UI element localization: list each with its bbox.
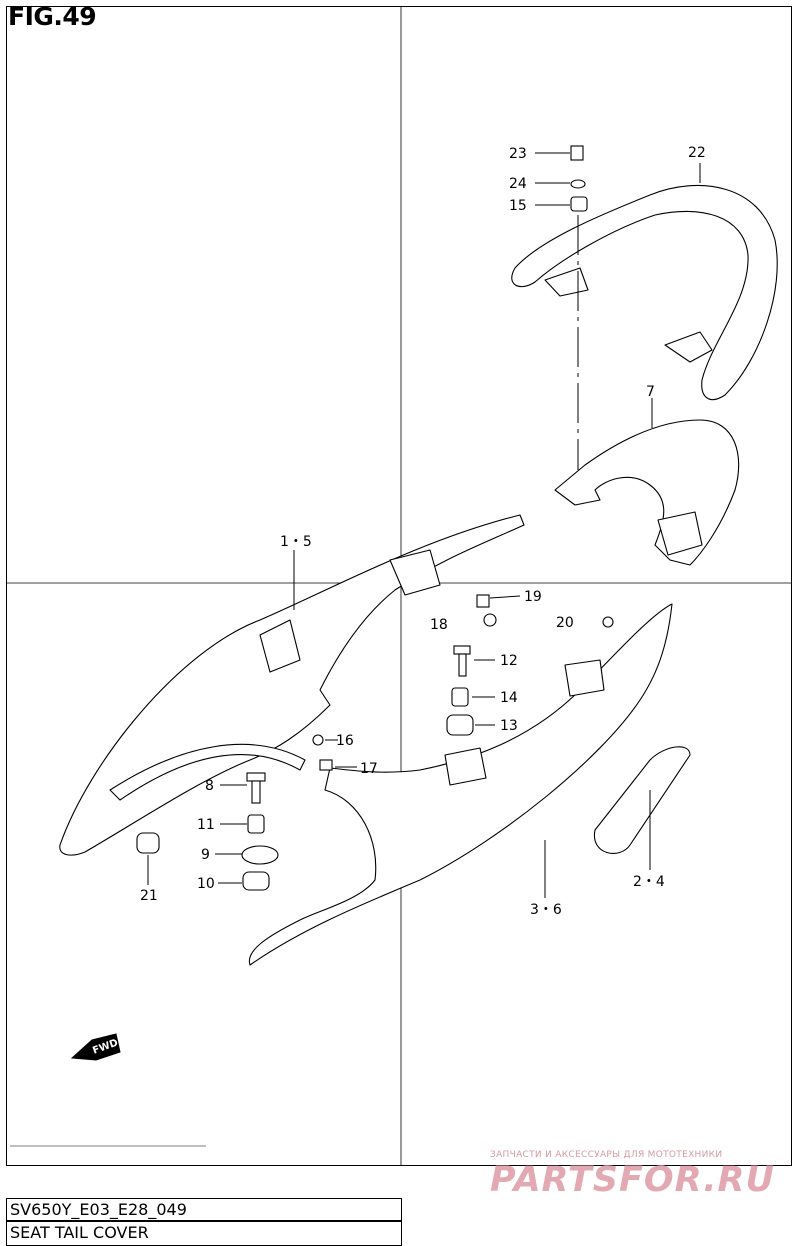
callout-17: 17 (360, 761, 378, 777)
right-tail-cover-mount-boss (444, 747, 487, 786)
watermark-tagline: ЗАПЧАСТИ И АКСЕССУАРЫ ДЛЯ МОТОТЕХНИКИ (490, 1150, 723, 1160)
nut-19 (476, 594, 490, 608)
rear-end-cap (554, 419, 740, 566)
washer-24 (570, 179, 586, 189)
grommet-18 (483, 613, 497, 627)
callout-23: 23 (509, 146, 527, 162)
spacer-14 (451, 687, 469, 707)
cushion-21 (136, 832, 160, 854)
model-code-box: SV650Y_E03_E28_049 (6, 1198, 402, 1221)
callout-2-4: 2・4 (633, 874, 665, 890)
callout-19: 19 (524, 589, 542, 605)
grab-rail (511, 185, 778, 400)
callout-12: 12 (500, 653, 518, 669)
model-code: SV650Y_E03_E28_049 (10, 1200, 187, 1219)
cushion-15 (570, 196, 588, 212)
part-name: SEAT TAIL COVER (10, 1223, 149, 1242)
callout-13: 13 (500, 718, 518, 734)
callout-15: 15 (509, 198, 527, 214)
bolt-23-head (570, 145, 584, 161)
bolt-12-head (453, 645, 471, 655)
washer-9 (241, 845, 279, 865)
callout-22: 22 (688, 145, 706, 161)
part-name-box: SEAT TAIL COVER (6, 1221, 402, 1246)
nut-17 (319, 759, 333, 771)
figure-title: FIG.49 (8, 2, 97, 31)
callout-18: 18 (430, 617, 448, 633)
left-tail-cover-inner-rail (109, 743, 306, 801)
bolt-12-shank (458, 653, 467, 677)
drawing-frame (6, 6, 792, 1166)
grommet-20 (602, 616, 614, 628)
left-tail-cover-bracket (259, 619, 301, 673)
cushion-10 (242, 871, 270, 891)
callout-21: 21 (140, 888, 158, 904)
callout-16: 16 (336, 733, 354, 749)
rear-end-cap-bracket (657, 511, 703, 556)
screw-16 (312, 734, 324, 746)
grab-rail-mount-rear (664, 331, 713, 363)
callout-9: 9 (201, 847, 210, 863)
watermark-brand: PARTSFOR.RU (490, 1160, 775, 1200)
leader-19 (489, 595, 521, 599)
bolt-8-shank (251, 780, 261, 804)
cushion-13 (446, 714, 474, 736)
callout-10: 10 (197, 876, 215, 892)
bolt-8-head (246, 772, 266, 782)
callout-1-5: 1・5 (280, 534, 312, 550)
callout-8: 8 (205, 778, 214, 794)
callout-11: 11 (197, 817, 215, 833)
callout-20: 20 (556, 615, 574, 631)
tail-emblem (594, 746, 691, 854)
callout-24: 24 (509, 176, 527, 192)
callout-14: 14 (500, 690, 518, 706)
callout-3-6: 3・6 (530, 902, 562, 918)
forward-direction-marker: FWD (70, 1033, 121, 1061)
spacer-11 (247, 814, 265, 834)
left-tail-cover-front-mount (389, 549, 441, 596)
grab-rail-mount-front (544, 267, 589, 297)
callout-7: 7 (646, 384, 655, 400)
left-tail-cover (59, 514, 525, 856)
right-tail-cover-rear-boss (564, 659, 605, 697)
